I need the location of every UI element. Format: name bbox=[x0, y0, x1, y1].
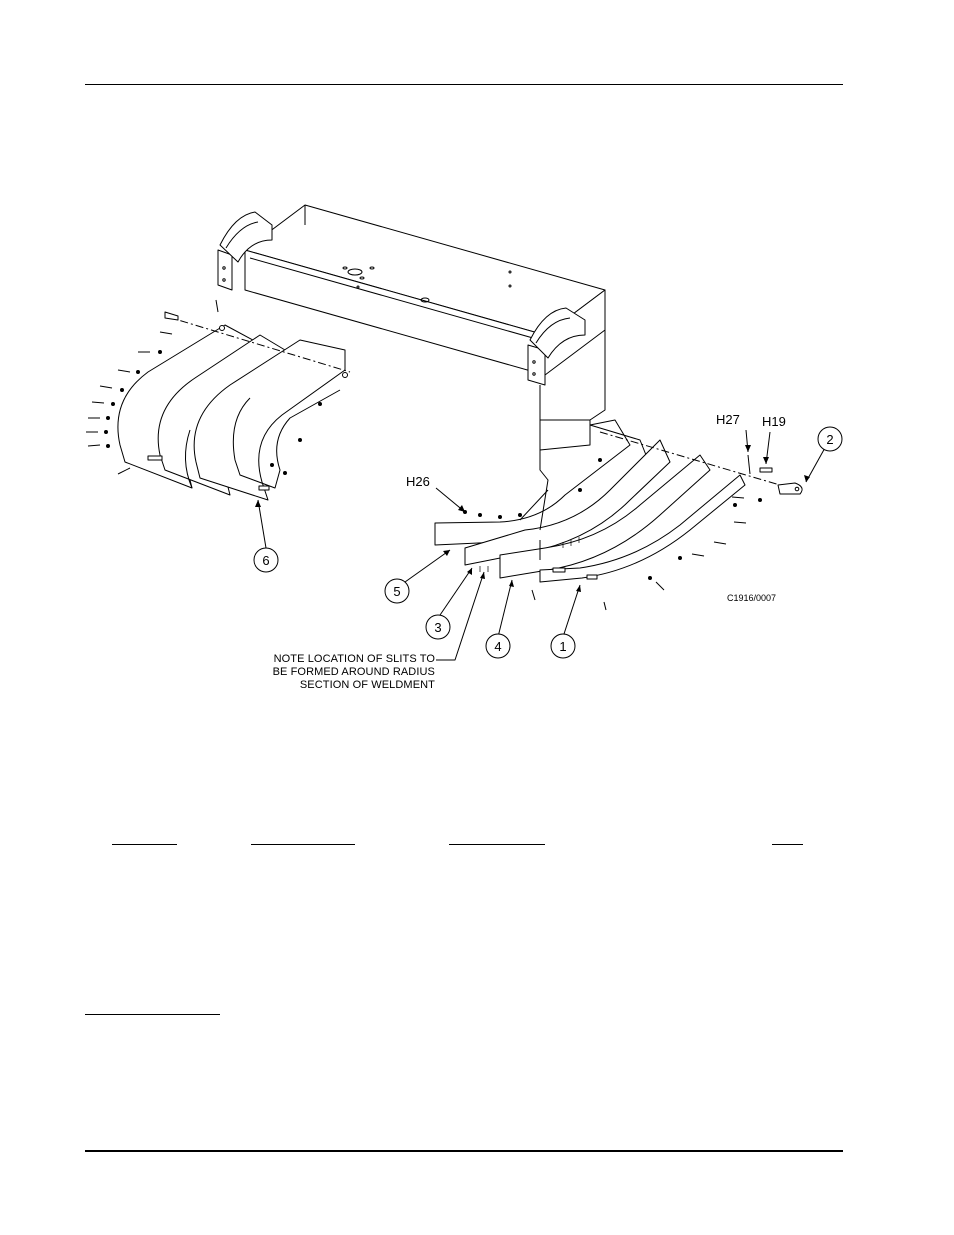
callout-6: 6 bbox=[262, 553, 269, 568]
exploded-parts-diagram: 2 6 5 3 4 1 H27 H19 H26 C1916/0007 bbox=[86, 204, 843, 661]
callout-2: 2 bbox=[826, 432, 833, 447]
leader-lines bbox=[257, 429, 827, 661]
table-header-underline-3 bbox=[449, 844, 545, 845]
left-squeegee-strips bbox=[86, 299, 351, 501]
top-rule bbox=[85, 84, 843, 85]
callout-5: 5 bbox=[393, 584, 400, 599]
note-line-1: NOTE LOCATION OF SLITS TO bbox=[273, 653, 435, 665]
note-line-2: BE FORMED AROUND RADIUS bbox=[272, 666, 435, 678]
table-header-underline-4 bbox=[772, 844, 803, 845]
callout-3: 3 bbox=[434, 620, 441, 635]
callout-1: 1 bbox=[559, 639, 566, 654]
section-heading-underline bbox=[85, 1014, 220, 1015]
drawing-number: C1916/0007 bbox=[727, 593, 776, 603]
label-h26: H26 bbox=[406, 474, 430, 489]
slit-location-note: NOTE LOCATION OF SLITS TO BE FORMED AROU… bbox=[230, 653, 435, 692]
weldment-frame bbox=[217, 204, 606, 451]
table-header-underline-1 bbox=[112, 844, 177, 845]
right-squeegee-strips bbox=[434, 419, 803, 611]
table-header-underline-2 bbox=[251, 844, 355, 845]
bottom-rule bbox=[85, 1150, 843, 1152]
callout-4: 4 bbox=[494, 639, 501, 654]
callout-circles bbox=[253, 426, 843, 659]
note-line-3: SECTION OF WELDMENT bbox=[299, 679, 435, 691]
label-h19: H19 bbox=[762, 414, 786, 429]
label-h27: H27 bbox=[716, 412, 740, 427]
